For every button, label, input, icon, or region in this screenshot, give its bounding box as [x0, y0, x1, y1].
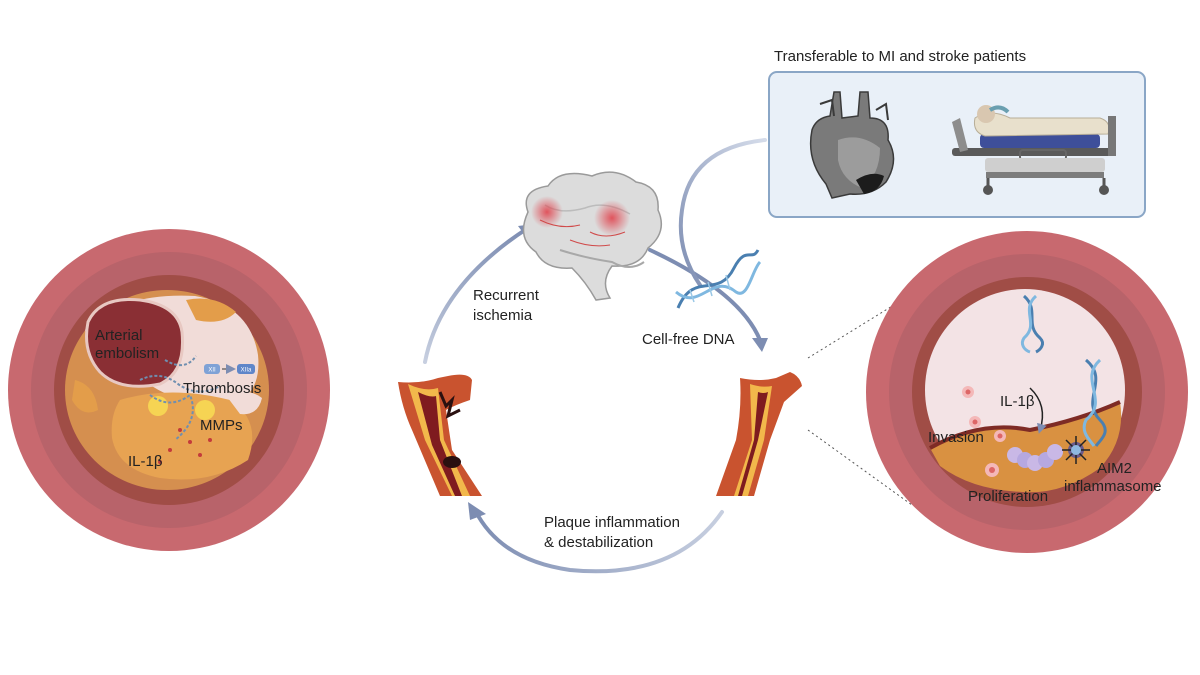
dna-icon	[675, 249, 762, 309]
arrow-transfer	[678, 138, 767, 287]
factor-xiia-badge	[237, 364, 255, 374]
plaque-core	[111, 392, 253, 480]
il1b-label-left: IL-1β	[128, 453, 163, 470]
arrowhead	[468, 502, 486, 520]
right-vessel-cross-section: IL-1β Invasion AIM2 inflammasome Prolife…	[866, 231, 1188, 553]
invasion-label: Invasion	[928, 429, 984, 446]
proliferation-label: Proliferation	[968, 488, 1048, 505]
panel-title: Transferable to MI and stroke patients	[774, 48, 1026, 65]
arterial-embolism-label-1: Arterial	[95, 327, 143, 344]
plaque-inflammation-label-2: & destabilization	[544, 534, 653, 551]
factor-xii-badge	[204, 364, 220, 374]
artery-icon-left	[398, 374, 482, 496]
recurrent-ischemia-label-1: Recurrent	[473, 287, 540, 304]
arrow-brain-to-artery	[648, 248, 762, 342]
fibrin-thread	[149, 393, 194, 441]
dna-icon	[1082, 358, 1107, 447]
plaque-chunk	[72, 380, 98, 413]
plaque-gap	[228, 392, 262, 415]
cycle-arrows	[423, 138, 768, 574]
il1b-label-right: IL-1β	[1000, 393, 1035, 410]
arrow-plaque-destabilization	[473, 508, 724, 574]
plaque-chunk	[186, 298, 236, 322]
embolus	[85, 297, 185, 388]
aim2-label-2: inflammasome	[1064, 478, 1162, 495]
arrow-to-brain	[423, 226, 530, 364]
plaque-inflammation-label-1: Plaque inflammation	[544, 514, 680, 531]
arrowhead	[752, 338, 768, 352]
heart-icon	[809, 91, 895, 199]
thrombosis-label: Thrombosis	[183, 380, 261, 397]
brain-icon	[522, 171, 663, 301]
inflammasome-icon	[1062, 436, 1090, 464]
factor-xii-label: XII	[208, 368, 216, 374]
left-vessel-cross-section: XII XIIa Arterial embolism Thrombosis MM…	[8, 229, 330, 551]
hospital-bed-icon	[952, 105, 1116, 195]
factor-xiia-label: XIIa	[241, 368, 252, 374]
zoom-line	[807, 299, 903, 359]
cell	[195, 400, 215, 420]
dna-icon	[1020, 294, 1044, 354]
zoom-line	[807, 429, 913, 506]
mmps-label: MMPs	[200, 417, 243, 434]
aim2-label-1: AIM2	[1097, 460, 1132, 477]
recurrent-ischemia-label-2: ischemia	[473, 307, 533, 324]
fibrin-thread	[164, 355, 197, 367]
fibrin-thread	[139, 374, 221, 393]
il1b-arrow	[1029, 387, 1047, 434]
arterial-embolism-label-2: embolism	[95, 345, 159, 362]
proliferation-cells	[1007, 444, 1063, 471]
cell	[148, 396, 168, 416]
plaque	[930, 402, 1122, 493]
cell-free-dna-label: Cell-free DNA	[642, 331, 735, 348]
artery-icon-right	[716, 372, 802, 496]
